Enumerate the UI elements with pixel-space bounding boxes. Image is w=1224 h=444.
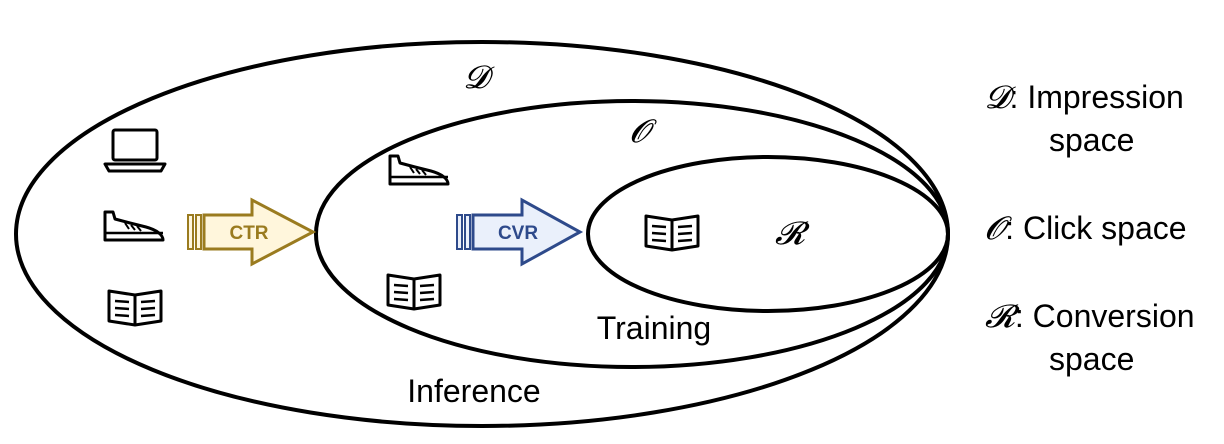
click-space-symbol: 𝓞 [630, 112, 657, 150]
legend-click-symbol: 𝓞 [985, 209, 1006, 247]
legend-click-text: : Click space [1005, 210, 1187, 246]
ctr-label: CTR [229, 223, 268, 244]
legend-conversion-text: : Conversion [1014, 298, 1195, 334]
training-label: Training [597, 310, 711, 346]
shoe-icon [103, 210, 165, 242]
impression-space-symbol: 𝓓 [464, 58, 495, 96]
legend-conversion: 𝓡: Conversion space [985, 295, 1221, 381]
book-icon [386, 273, 442, 311]
conversion-space-ellipse [586, 155, 950, 313]
legend-conversion-text-cont: space [1049, 341, 1135, 377]
laptop-icon [103, 128, 167, 173]
cvr-arrow: CVR [456, 197, 584, 267]
book-icon [644, 214, 700, 252]
book-icon [107, 289, 163, 327]
shoe-icon [388, 154, 450, 186]
conversion-space-symbol: 𝓡 [775, 214, 810, 252]
legend-impression-text: : Impression [1009, 79, 1184, 115]
legend-impression-text-cont: space [1049, 122, 1135, 158]
legend-impression-symbol: 𝓓 [985, 78, 1010, 116]
legend-impression: 𝓓: Impression space [985, 76, 1221, 162]
legend-click: 𝓞: Click space [985, 207, 1221, 250]
cvr-label: CVR [498, 223, 538, 244]
inference-label: Inference [407, 373, 540, 409]
legend-conversion-symbol: 𝓡 [985, 297, 1015, 335]
ctr-arrow: CTR [187, 197, 317, 267]
